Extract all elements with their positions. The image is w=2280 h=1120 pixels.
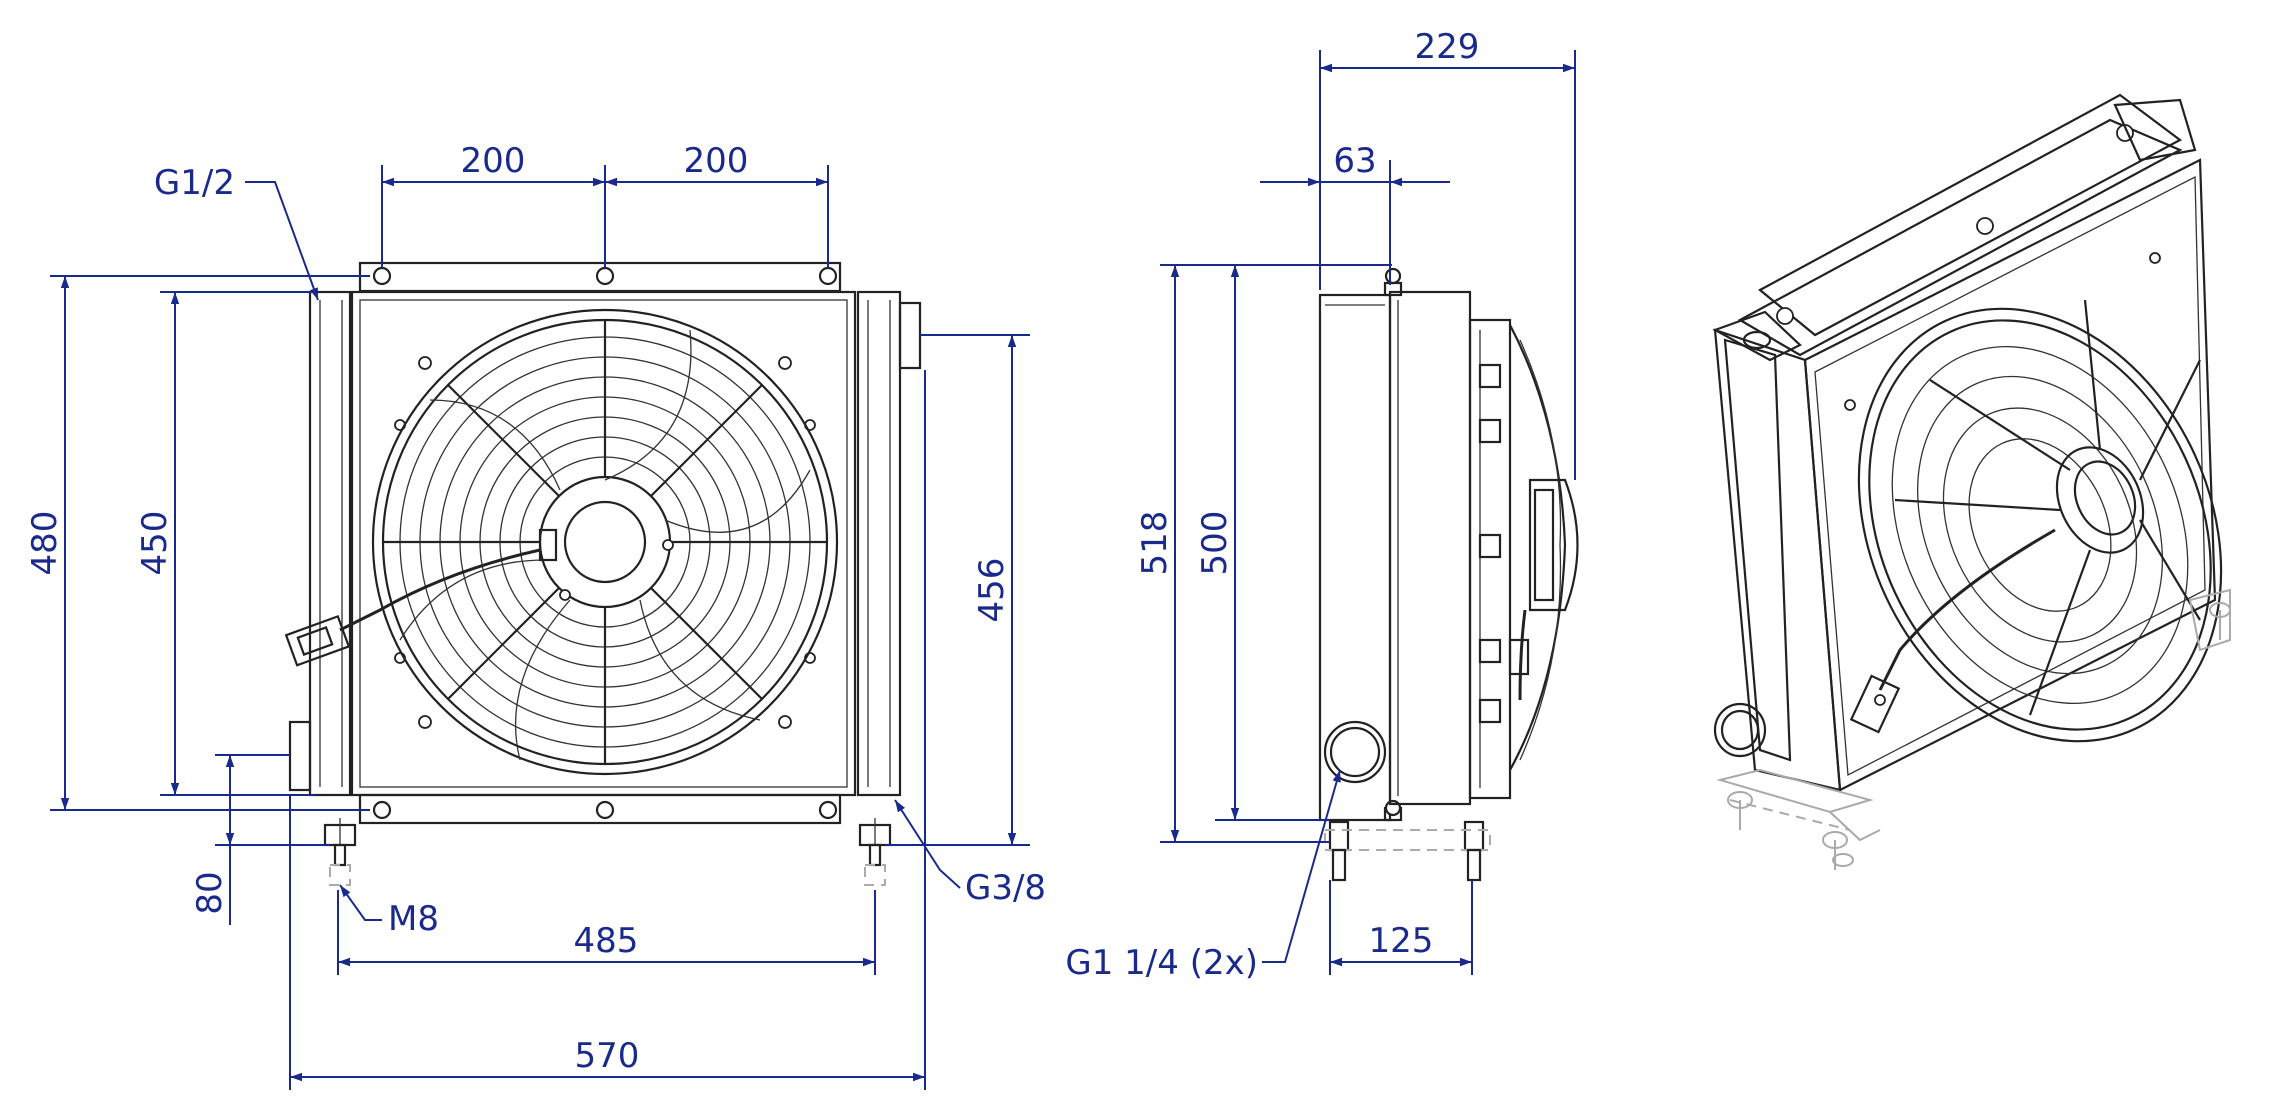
iso-fan-guard <box>1857 299 2223 743</box>
dim-450: 450 <box>135 511 175 576</box>
side-view <box>1318 267 1579 882</box>
callout-m8: M8 <box>388 899 439 939</box>
front-fan-guard <box>371 308 839 776</box>
dim-518: 518 <box>1135 511 1175 576</box>
front-dimensions <box>50 165 1030 1090</box>
dim-485: 485 <box>574 921 639 961</box>
dim-80: 80 <box>190 871 230 914</box>
side-dimensions <box>1160 50 1576 975</box>
front-view <box>284 261 922 886</box>
front-feet <box>323 818 892 886</box>
dim-63: 63 <box>1333 141 1376 181</box>
iso-feet <box>1716 588 2231 870</box>
callout-g1-1-4: G1 1/4 (2x) <box>1065 943 1258 983</box>
dim-500: 500 <box>1195 511 1235 576</box>
dim-570: 570 <box>575 1036 640 1076</box>
callout-g1-2: G1/2 <box>154 163 235 203</box>
dim-200-left: 200 <box>461 141 526 181</box>
dim-125: 125 <box>1369 921 1434 961</box>
isometric-view <box>1712 93 2231 870</box>
dim-480: 480 <box>25 511 65 576</box>
dim-229: 229 <box>1415 27 1480 67</box>
dim-456: 456 <box>972 558 1012 623</box>
dim-200-right: 200 <box>684 141 749 181</box>
callout-g3-8: G3/8 <box>965 868 1046 908</box>
